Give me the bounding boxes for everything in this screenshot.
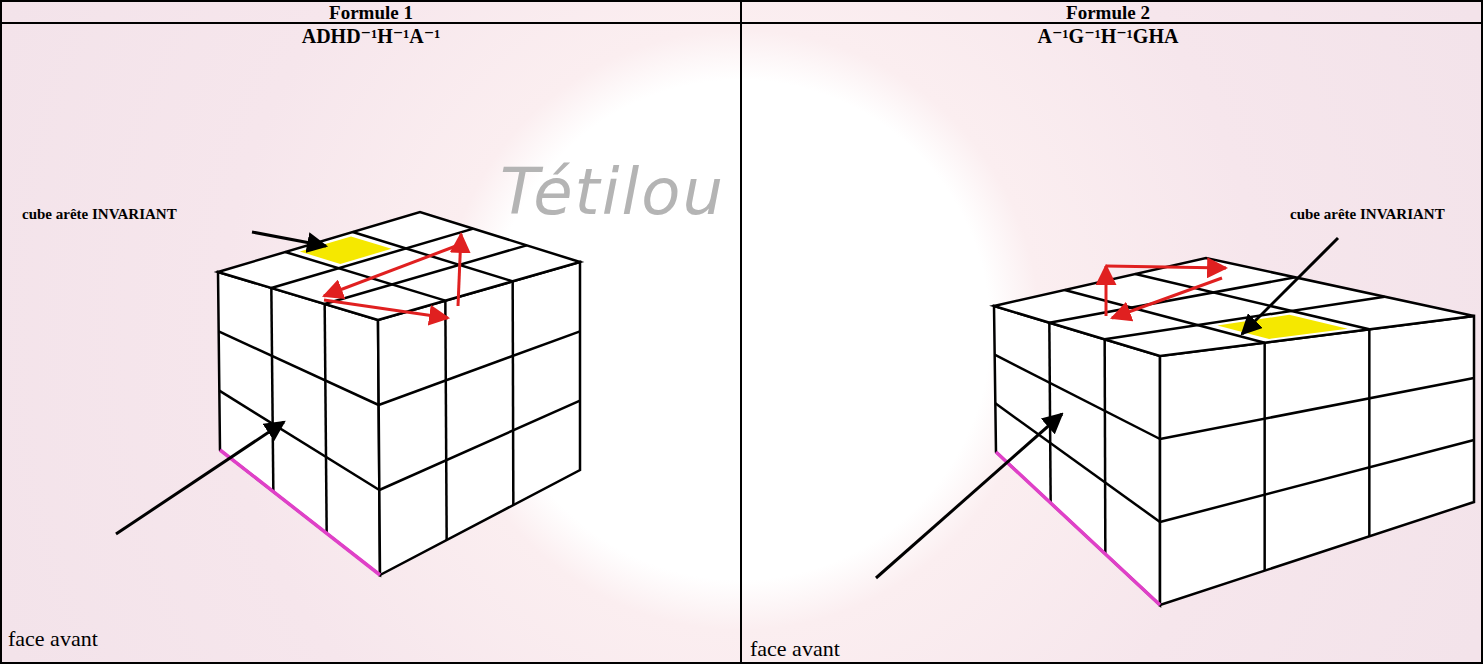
move-formula: A⁻¹G⁻¹H⁻¹GHA	[738, 25, 1478, 48]
grid-line	[325, 304, 327, 533]
grid-line	[1263, 343, 1266, 571]
grid-line	[379, 331, 580, 405]
grid-line	[1160, 440, 1474, 522]
grid-line	[219, 391, 379, 490]
grid-line	[1160, 378, 1474, 439]
column-header: Formule 2	[738, 2, 1478, 24]
cube	[218, 212, 580, 575]
callout-label: cube arête INVARIANT	[1290, 206, 1445, 223]
grid-line	[1368, 329, 1371, 536]
front-bottom-edge	[996, 452, 1160, 605]
top-face	[994, 258, 1474, 356]
invariant-edge-sticker	[1217, 315, 1347, 339]
right-face	[1160, 316, 1474, 605]
grid-line	[995, 403, 1160, 522]
grid-line	[379, 401, 580, 490]
face-label: face avant	[750, 636, 840, 661]
front-bottom-edge	[220, 450, 380, 575]
grid-line	[511, 281, 514, 505]
move-formula: ADHD⁻¹H⁻¹A⁻¹	[1, 25, 741, 48]
grid-line	[995, 355, 1160, 439]
invariant-edge-sticker	[300, 236, 392, 264]
grid-line	[1049, 323, 1050, 503]
rubik-cubes	[218, 212, 1474, 605]
grid-line	[271, 288, 273, 492]
grid-line	[445, 301, 446, 540]
grid-line	[219, 331, 379, 405]
face-label: face avant	[8, 626, 98, 651]
callout-label: cube arête INVARIANT	[22, 206, 177, 223]
front-face	[218, 272, 380, 575]
grid-line	[1103, 339, 1106, 554]
front-face	[994, 306, 1160, 605]
cube	[994, 258, 1474, 605]
column-header: Formule 1	[1, 2, 741, 24]
leader-arrows	[116, 232, 1338, 578]
watermark: Tétilou	[500, 156, 725, 230]
move-arrows	[324, 234, 1226, 318]
